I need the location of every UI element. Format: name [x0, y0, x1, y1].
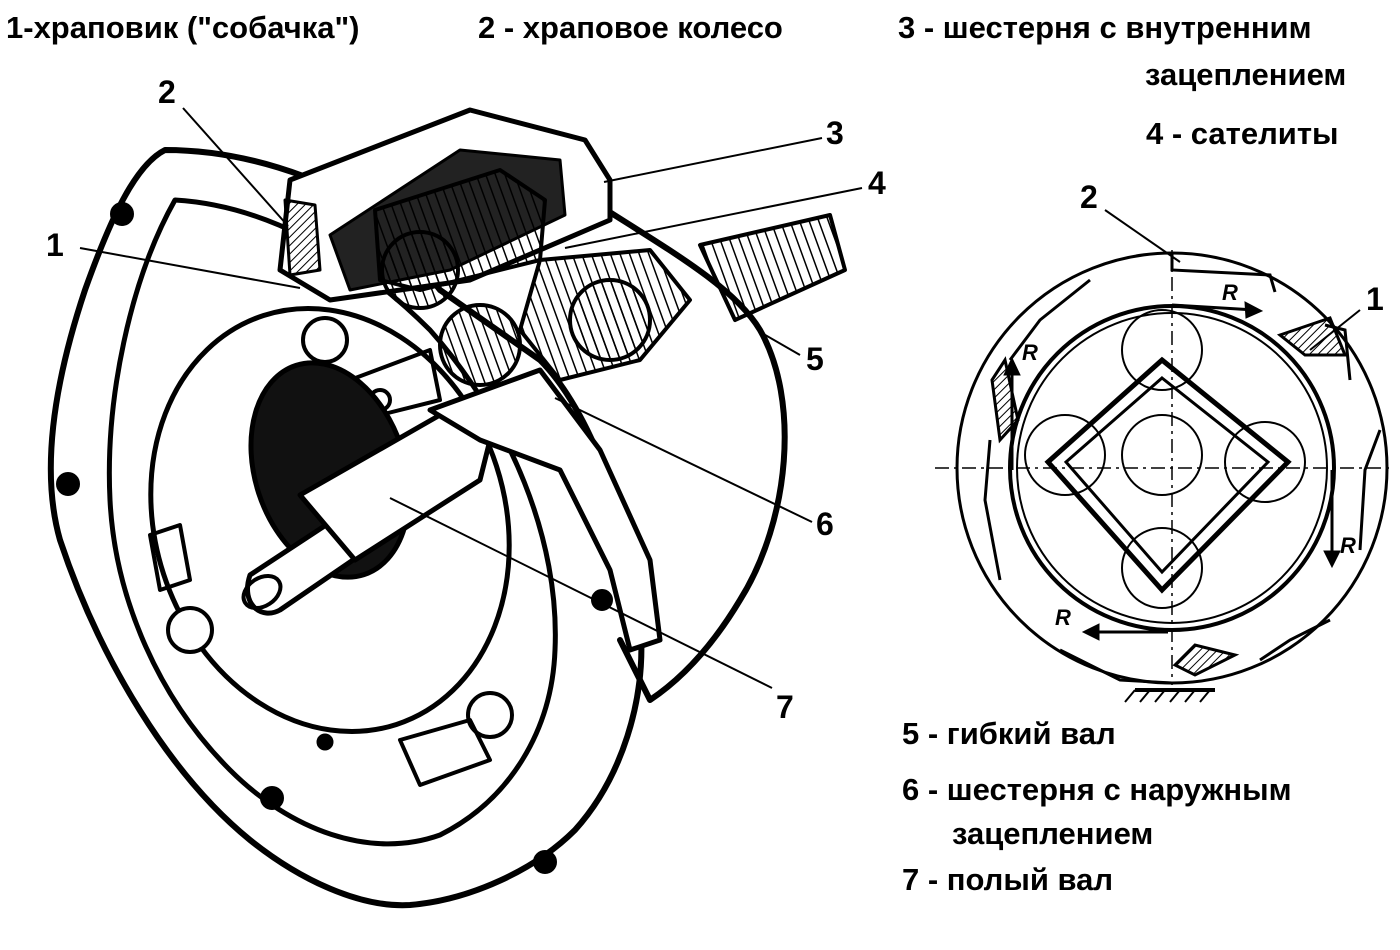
force-label-top: R [1222, 280, 1238, 305]
force-label-right: R [1340, 533, 1356, 558]
leader-6 [554, 397, 813, 523]
bolt-hole [533, 850, 557, 874]
force-arrow-top [1171, 303, 1256, 312]
callout-3: 3 [826, 115, 844, 151]
latch-plate [398, 718, 492, 787]
kinematic-scheme [935, 209, 1390, 703]
leader-3 [603, 137, 823, 183]
force-label-bottom: R [1055, 605, 1071, 630]
ratchet-tooth-wheel [466, 691, 514, 739]
legend-item-6-line-1: 6 - шестерня с наружным [902, 772, 1292, 807]
bolt-hole [110, 202, 134, 226]
legend-item-1: 1-храповик ("собачка") [6, 10, 360, 45]
bolt-hole [316, 733, 334, 751]
force-label-left: R [1022, 340, 1038, 365]
leader-2 [182, 107, 289, 227]
callout-leaders [79, 107, 863, 689]
arrowhead [1244, 301, 1264, 319]
satellite-gear [380, 230, 460, 310]
arrowhead [1323, 550, 1341, 569]
pawl-right [1276, 316, 1348, 357]
satellite-bottom [1121, 527, 1203, 609]
scheme-callout-1: 1 [1366, 281, 1384, 317]
leader-1 [79, 247, 301, 289]
satellite-gear [438, 303, 522, 387]
hollow-shaft-end [241, 573, 283, 611]
satellite-right [1224, 421, 1306, 503]
callout-2: 2 [158, 74, 176, 110]
legend-item-6-line-2: зацеплением [952, 816, 1154, 851]
ratchet-pawl [301, 316, 349, 364]
leader-7 [389, 497, 773, 689]
arrowhead [1081, 623, 1100, 641]
latch-plate [148, 523, 192, 592]
arrowhead [1003, 356, 1021, 376]
front-bearing-face [148, 305, 512, 735]
legend-item-7: 7 - полый вал [902, 862, 1114, 897]
bolt-hole [56, 472, 80, 496]
ratchet-teeth [983, 253, 1382, 685]
ratchet-tooth-wheel [166, 606, 214, 654]
gear-arm [427, 367, 663, 653]
legend-item-5: 5 - гибкий вал [902, 716, 1116, 751]
outer-gear [518, 248, 692, 382]
hollow-shaft-sleeve [297, 412, 493, 563]
legend-item-4: 4 - сателиты [1146, 116, 1339, 151]
carrier-square-outer [1044, 356, 1292, 594]
scheme-leader-2 [1104, 209, 1181, 263]
legend-item-3-line-2: зацеплением [1145, 57, 1347, 92]
scheme-callout-2: 2 [1080, 179, 1098, 215]
satellite-left [1024, 414, 1106, 496]
legend-item-3-line-1: 3 - шестерня с внутренним [898, 10, 1312, 45]
scheme-leader-1 [1309, 309, 1361, 351]
sun-gear [1121, 414, 1203, 496]
callout-6: 6 [816, 506, 834, 542]
pawl-bottom [1172, 643, 1240, 677]
satellite-top [1121, 309, 1203, 391]
gearbox-cutaway-drawing [47, 107, 847, 909]
callout-7: 7 [776, 689, 794, 725]
legend-item-2: 2 - храповое колесо [478, 10, 783, 45]
callout-4: 4 [868, 165, 886, 201]
carrier-square-inner [1063, 376, 1271, 575]
leader-5 [759, 331, 801, 356]
bolt-hole [260, 786, 284, 810]
callout-5: 5 [806, 341, 824, 377]
flange-inner-rim [106, 197, 558, 847]
ground-hatch-marks [1124, 689, 1211, 703]
housing-body [557, 177, 788, 703]
leader-4 [564, 187, 863, 249]
callout-1: 1 [46, 227, 64, 263]
top-cover-section [283, 198, 322, 277]
flexible-shaft-spline [698, 213, 847, 322]
